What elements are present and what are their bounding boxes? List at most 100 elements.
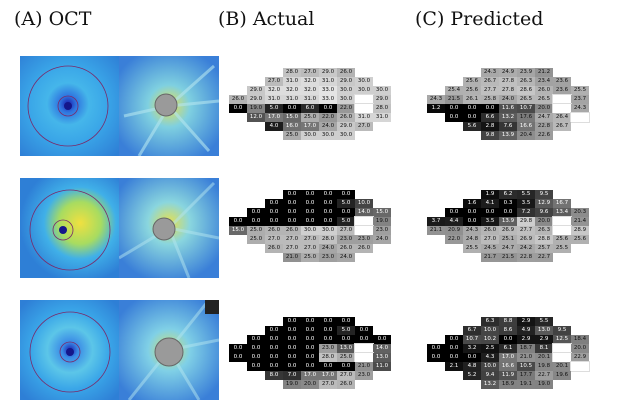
field-cell: 23.0 [355, 235, 373, 244]
field-cell: 15.0 [283, 113, 301, 122]
field-cell: 4.9 [517, 326, 535, 335]
field-cell: 27.0 [481, 235, 499, 244]
field-cell: 19.0 [283, 380, 301, 389]
field-cell: 9.6 [535, 208, 553, 217]
field-cell: 13.0 [337, 344, 355, 353]
field-cell: 25.5 [553, 244, 571, 253]
field-cell: 19.6 [553, 371, 571, 380]
field-cell: 27.0 [301, 244, 319, 253]
field-cell: 17.0 [301, 122, 319, 131]
field-cell: 3.5 [517, 199, 535, 208]
field-cell: 17.0 [499, 353, 517, 362]
field-cell: 24.3 [481, 68, 499, 77]
field-cell: 25.5 [571, 86, 589, 95]
field-cell: 22.8 [517, 253, 535, 262]
field-cell: 30.0 [355, 86, 373, 95]
field-cell: 10.2 [481, 335, 499, 344]
field-cell: 0.0 [283, 104, 301, 113]
field-cell: 2.9 [517, 317, 535, 326]
field-cell: 0.0 [301, 344, 319, 353]
field-cell: 30.0 [337, 95, 355, 104]
field-cell: 4.8 [463, 362, 481, 371]
field-cell: 9.5 [535, 190, 553, 199]
field-cell: 29.0 [373, 95, 391, 104]
field-cell: 0.0 [337, 362, 355, 371]
field-cell: 23.0 [355, 371, 373, 380]
field-cell: 10.0 [481, 326, 499, 335]
field-cell: 7.6 [499, 122, 517, 131]
field-cell: 0.0 [319, 104, 337, 113]
field-cell: 0.0 [247, 344, 265, 353]
field-cell: 19.1 [517, 380, 535, 389]
field-cell: 0.0 [427, 344, 445, 353]
field-cell: 24.3 [427, 95, 445, 104]
field-cell: 27.0 [337, 371, 355, 380]
field-cell: 5.5 [517, 190, 535, 199]
field-cell: 7.2 [517, 208, 535, 217]
field-cell: 0.0 [337, 190, 355, 199]
field-cell: 8.0 [265, 371, 283, 380]
field-cell: 30.0 [319, 226, 337, 235]
field-cell: 27.8 [499, 77, 517, 86]
field-cell: 31.0 [283, 95, 301, 104]
field-cell: 24.5 [481, 244, 499, 253]
field-cell: 13.0 [373, 353, 391, 362]
field-cell: 4.0 [265, 122, 283, 131]
field-cell: 24.0 [337, 253, 355, 262]
field-cell: 0.0 [481, 208, 499, 217]
field-cell: 24.7 [499, 244, 517, 253]
field-cell: 22.0 [337, 104, 355, 113]
field-cell: 15.0 [229, 226, 247, 235]
field-cell: 31.0 [319, 77, 337, 86]
field-cell: 0.0 [247, 335, 265, 344]
field-cell: 28.6 [517, 86, 535, 95]
field-cell: 26.0 [337, 380, 355, 389]
field-cell: 22.0 [319, 113, 337, 122]
field-cell: 0.0 [319, 217, 337, 226]
field-cell: 0.0 [283, 199, 301, 208]
field-cell: 26.0 [337, 68, 355, 77]
field-cell: 26.1 [463, 95, 481, 104]
field-cell: 0.0 [283, 326, 301, 335]
field-cell: 4.4 [445, 217, 463, 226]
field-cell: 30.0 [301, 131, 319, 140]
field-cell: 28.9 [571, 226, 589, 235]
field-cell: 0.0 [445, 208, 463, 217]
field-cell: 27.8 [499, 86, 517, 95]
field-cell: 12.0 [247, 113, 265, 122]
field-cell: 30.0 [355, 77, 373, 86]
field-cell: 4.1 [481, 199, 499, 208]
field-cell: 13.4 [553, 208, 571, 217]
field-cell: 25.0 [247, 235, 265, 244]
field-cell [552, 343, 572, 354]
field-cell: 26.0 [283, 226, 301, 235]
header-actual: (B) Actual [218, 8, 315, 30]
field-cell: 24.3 [463, 226, 481, 235]
field-cell: 0.0 [445, 344, 463, 353]
field-cell: 22.7 [535, 253, 553, 262]
field-cell: 26.5 [517, 95, 535, 104]
field-cell [552, 352, 572, 363]
field-cell: 26.0 [337, 244, 355, 253]
field-cell [552, 103, 572, 114]
field-cell [552, 216, 572, 227]
field-cell: 17.7 [517, 371, 535, 380]
field-cell: 26.0 [535, 86, 553, 95]
field-cell: 0.0 [229, 344, 247, 353]
field-cell: 31.0 [355, 113, 373, 122]
field-cell: 29.0 [319, 68, 337, 77]
field-cell: 0.0 [301, 326, 319, 335]
field-cell: 0.0 [265, 199, 283, 208]
field-cell: 9.4 [481, 371, 499, 380]
field-cell: 8.6 [499, 326, 517, 335]
field-cell: 0.0 [283, 353, 301, 362]
field-cell: 0.0 [301, 335, 319, 344]
field-cell: 28.0 [373, 104, 391, 113]
field-cell: 5.0 [265, 104, 283, 113]
camera-map-1 [119, 56, 219, 156]
field-cell: 23.6 [553, 86, 571, 95]
field-cell: 0.0 [355, 335, 373, 344]
field-cell: 25.0 [247, 226, 265, 235]
field-cell: 22.7 [535, 371, 553, 380]
field-cell: 28.8 [535, 235, 553, 244]
